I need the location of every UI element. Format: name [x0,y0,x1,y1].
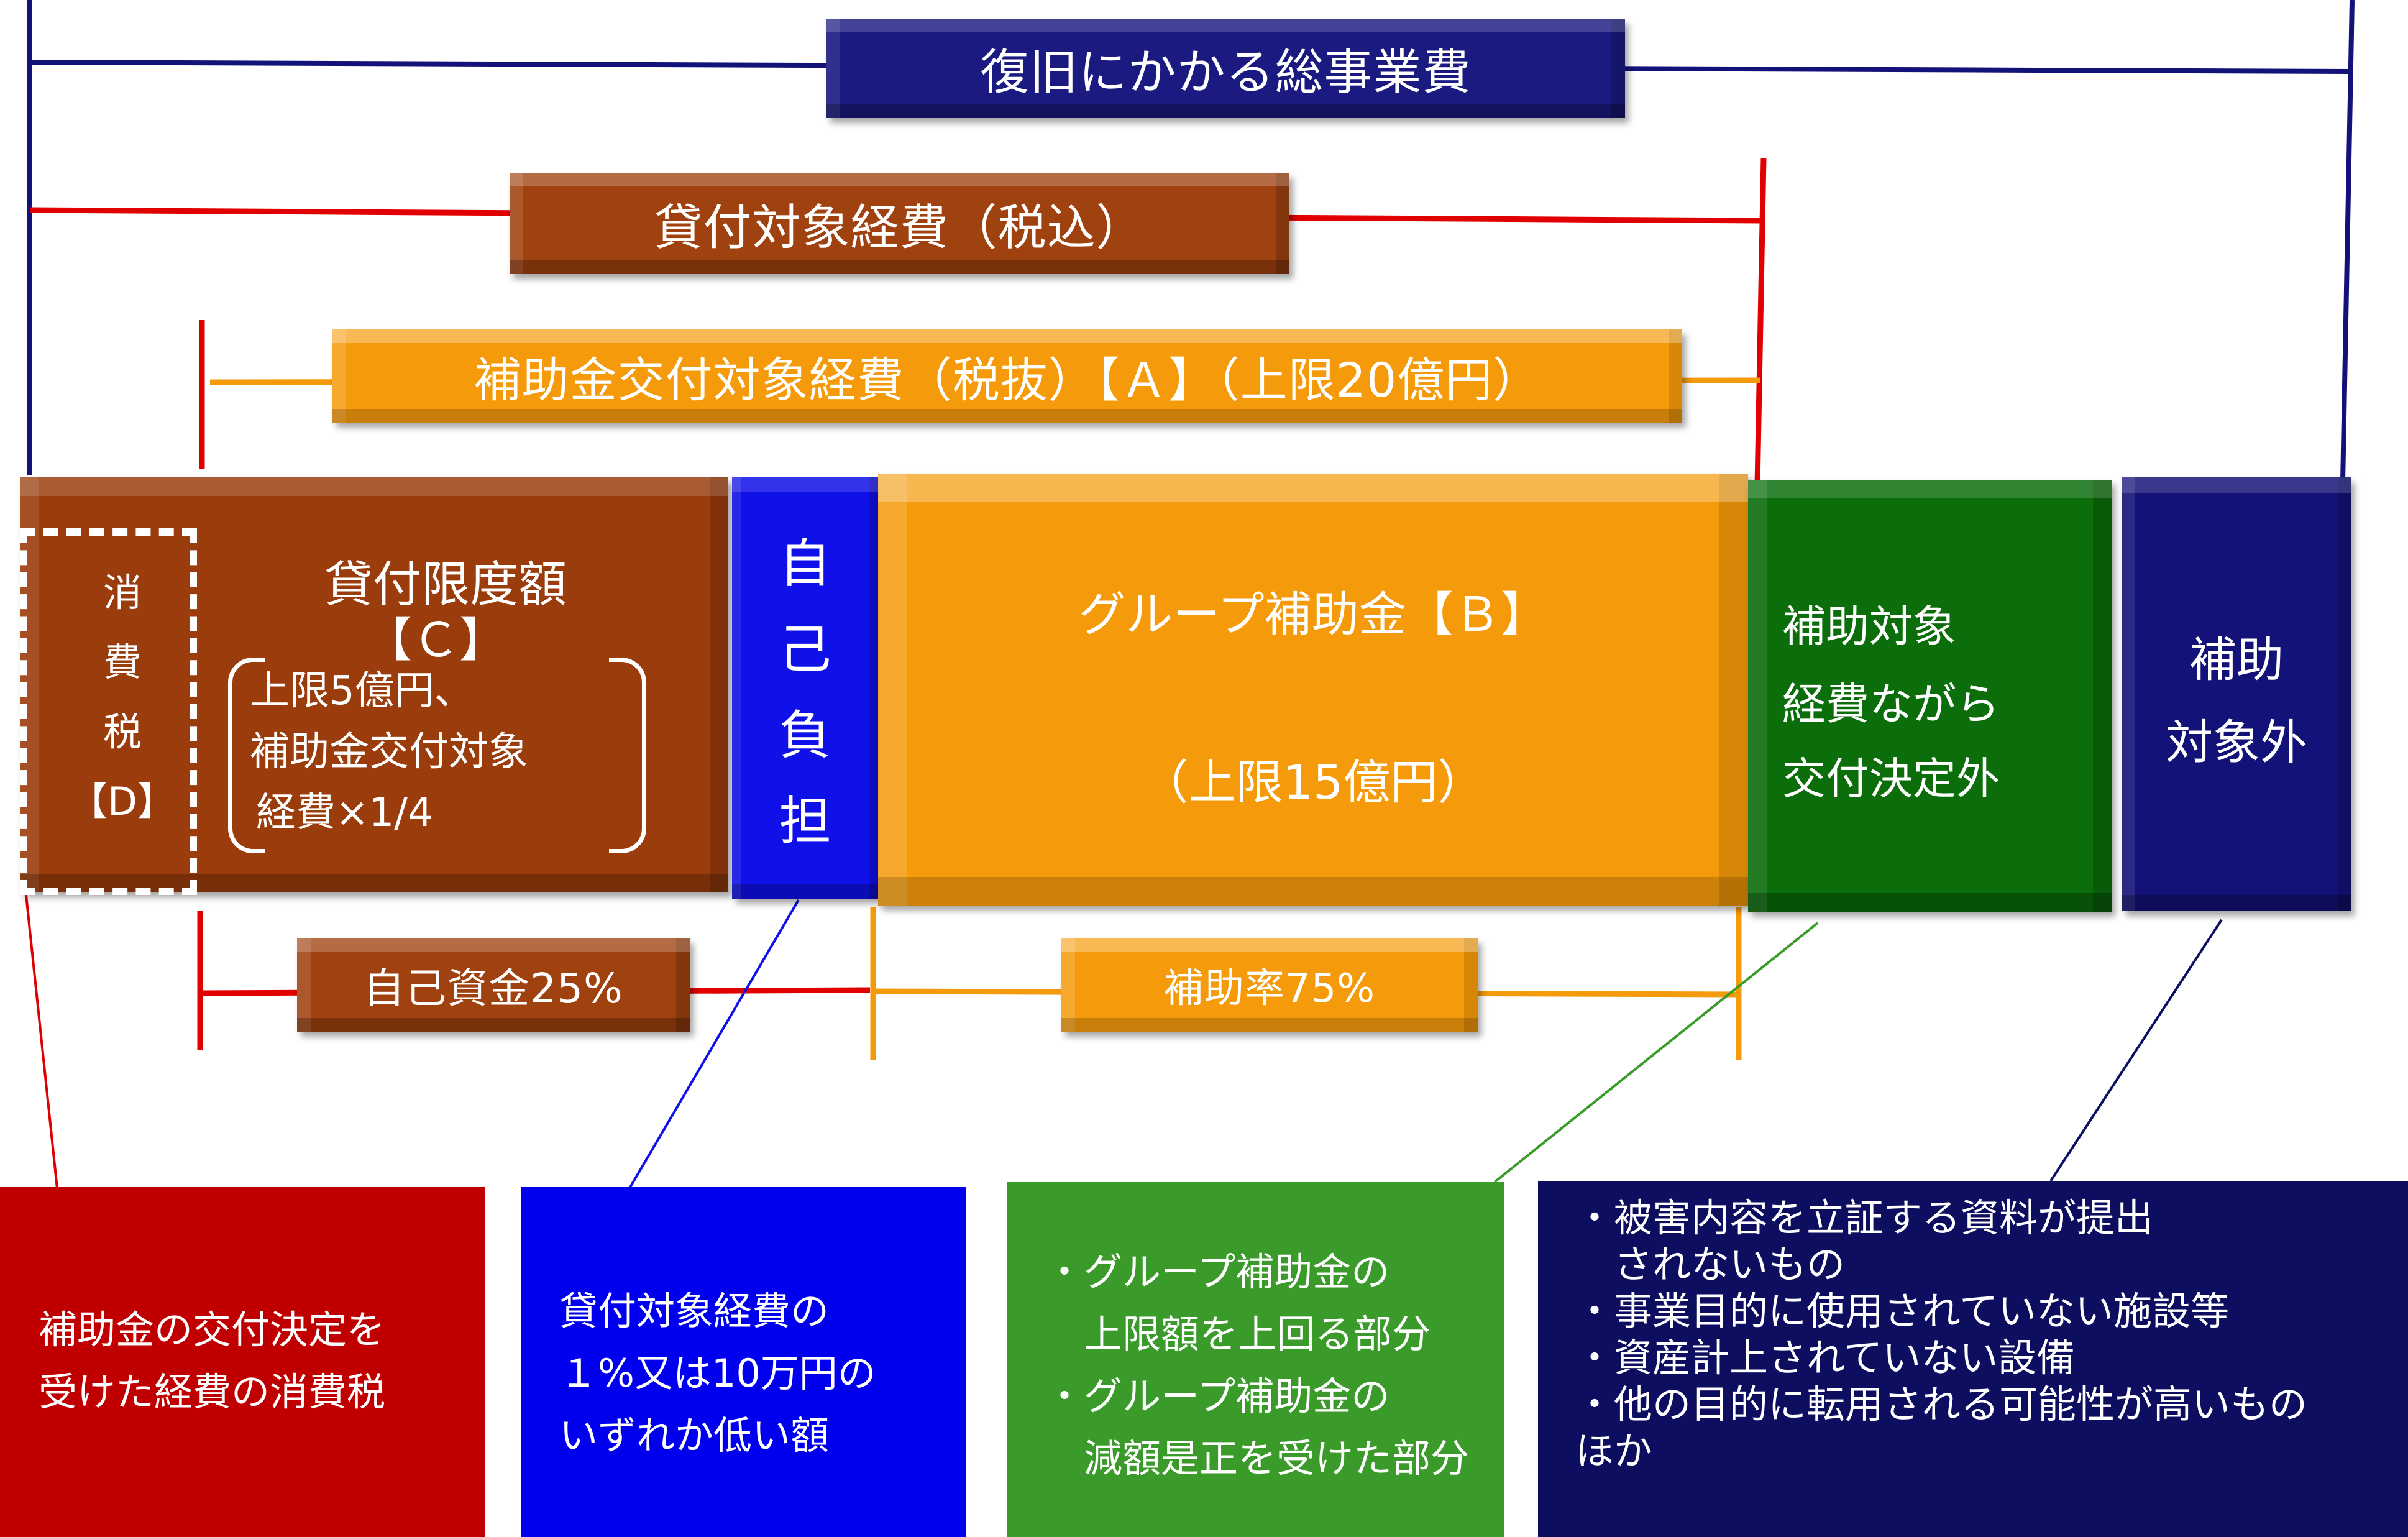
outside-subsidy-block: 補助 対象外 [2122,477,2351,911]
subsidy-rate-label: 補助率75% [1163,966,1376,1012]
detail-bracket-left [228,658,265,853]
loan-limit-line-3: 経費×1/4 [256,790,433,836]
loan-limit-title: 貸付限度額 [324,557,567,613]
loan-bracket-right [1754,158,1767,485]
tax-dashed-box [20,528,197,895]
note-outside-line: ほか [1575,1428,1653,1474]
own-funds-label: 自己資金25% [364,965,623,1012]
note-self-line: １%又は10万円の [559,1351,876,1396]
group-subsidy-block: グループ補助金【Ｂ】 （上限15億円） [878,474,1748,906]
note-self-line: いずれか低い額 [559,1413,830,1458]
note-excluded: ・グループ補助金の 上限額を上回る部分 ・グループ補助金の 減額是正を受けた部分 [1007,1182,1504,1537]
note-self-burden: 貸付対象経費の １%又は10万円の いずれか低い額 [521,1187,966,1537]
subsidy-target-banner: 補助金交付対象経費（税抜）【Ａ】（上限20億円） [332,329,1682,423]
note-tax-line: 補助金の交付決定を [39,1307,386,1352]
note-outside-line: されないもの [1575,1242,1846,1287]
loan-limit-line-2: 補助金交付対象 [250,729,528,775]
note-outside-line: ・被害内容を立証する資料が提出 [1575,1195,2154,1241]
note-excluded-line: ・グループ補助金の [1045,1374,1390,1419]
note-outside: ・被害内容を立証する資料が提出 されないもの ・事業目的に使用されていない施設等… [1538,1181,2408,1537]
note-outside-line: ・他の目的に転用される可能性が高いもの [1575,1382,2308,1427]
callout-red [25,894,58,1189]
excluded-line-3: 交付決定外 [1782,753,2000,804]
note-excluded-line: 減額是正を受けた部分 [1045,1436,1470,1481]
loan-limit-block: 消 費 税 【D】 貸付限度額 【Ｃ】 上限5億円、 補助金交付対象 経費×1/… [20,477,728,895]
callout-navy [2049,919,2223,1182]
excluded-line-1: 補助対象 [1782,601,1956,652]
loan-limit-code: 【Ｃ】 [365,612,506,668]
excluded-line-2: 経費ながら [1782,679,2000,730]
loan-target-banner: 貸付対象経費（税込） [510,173,1289,274]
excluded-decision-block: 補助対象 経費ながら 交付決定外 [1748,480,2112,912]
total-cost-banner: 復旧にかかる総事業費 [826,19,1625,118]
loan-target-label: 貸付対象経費（税込） [654,200,1145,256]
note-outside-line: ・資産計上されていない設備 [1575,1335,2076,1380]
outside-line-1: 補助 [2189,632,2284,687]
self-burden-block: 自 己 負 担 [732,477,878,899]
group-subsidy-title: グループ補助金【Ｂ】 [1078,587,1548,642]
detail-bracket-right [609,658,646,853]
note-tax: 補助金の交付決定を 受けた経費の消費税 [0,1187,485,1537]
callout-green [1493,922,1819,1183]
note-tax-line: 受けた経費の消費税 [39,1369,386,1415]
subsidy-target-label: 補助金交付対象経費（税抜）【Ａ】（上限20億円） [474,352,1541,408]
total-cost-label: 復旧にかかる総事業費 [980,45,1472,101]
loan-limit-line-1: 上限5億円、 [250,668,474,714]
self-burden-label: 自 己 負 担 [779,533,831,851]
note-excluded-line: ・グループ補助金の [1045,1249,1390,1295]
note-self-line: 貸付対象経費の [559,1288,830,1334]
note-excluded-line: 上限額を上回る部分 [1045,1311,1431,1357]
total-bracket-right [2340,0,2355,482]
note-outside-line: ・事業目的に使用されていない施設等 [1575,1288,2230,1334]
own-funds-banner: 自己資金25% [297,938,690,1032]
outside-line-2: 対象外 [2166,715,2307,770]
callout-blue [628,899,800,1190]
tax-label: 消 費 税 【D】 [69,570,176,824]
subsidy-rate-banner: 補助率75% [1061,938,1478,1032]
group-subsidy-limit: （上限15億円） [1141,755,1485,810]
